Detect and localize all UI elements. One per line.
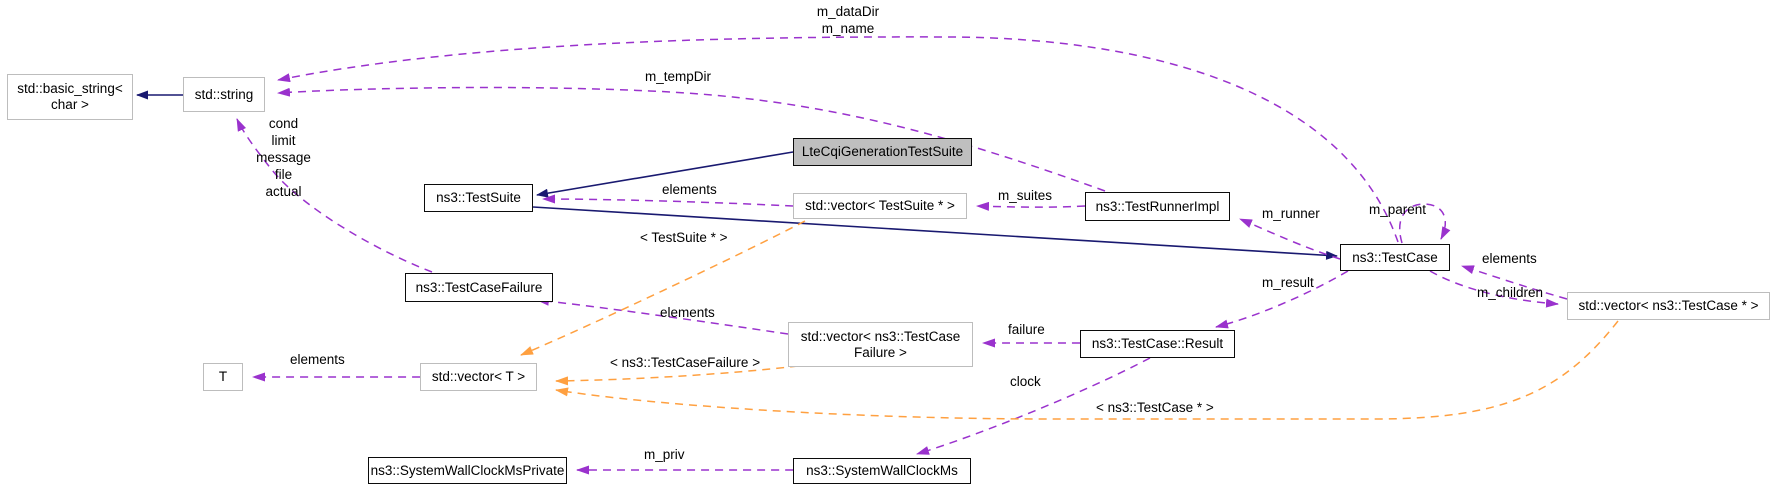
edge-label-m-priv: m_priv <box>644 447 685 462</box>
edge-elements-testcasefailure <box>536 296 789 335</box>
edge-label-template-testcasefailure: < ns3::TestCaseFailure > <box>610 355 761 370</box>
edge-label-m-suites: m_suites <box>998 188 1053 203</box>
edge-template-vector-testsuite <box>520 220 806 356</box>
edge-label-m-datadir-m-name: m_dataDir m_name <box>816 4 880 36</box>
edge-m-result <box>1215 270 1349 329</box>
node-std-basic-string[interactable]: std::basic_string< char > <box>7 74 133 120</box>
edge-cond-strings <box>236 118 433 273</box>
edge-m-datadir <box>277 36 1399 243</box>
node-ltecqigenerationtestsuite[interactable]: LteCqiGenerationTestSuite <box>793 138 972 166</box>
node-ns3-testrunnerimpl[interactable]: ns3::TestRunnerImpl <box>1085 192 1230 221</box>
node-std-vector-t[interactable]: std::vector< T > <box>420 363 537 391</box>
edge-template-vector-testcasefailure <box>555 365 799 386</box>
node-ns3-testcasefailure[interactable]: ns3::TestCaseFailure <box>405 273 553 302</box>
edge-label-elements-testcasefailure: elements <box>660 305 715 320</box>
edge-label-failure: failure <box>1008 322 1045 337</box>
node-std-vector-ns3-testcase[interactable]: std::vector< ns3::TestCase * > <box>1567 292 1770 320</box>
node-ns3-testsuite[interactable]: ns3::TestSuite <box>424 184 533 212</box>
edge-m-tempdir <box>277 86 1106 192</box>
edge-label-m-runner: m_runner <box>1262 206 1320 221</box>
edge-label-elements-t: elements <box>290 352 345 367</box>
edge-inherit-testsuite-testcase <box>532 206 1338 260</box>
edge-inherit-ltecqi-testsuite <box>536 151 794 198</box>
edge-label-template-testsuite: < TestSuite * > <box>640 230 728 245</box>
edge-label-m-parent: m_parent <box>1369 202 1427 217</box>
edge-m-parent-selfloop <box>1399 203 1451 244</box>
node-ns3-testcase-result[interactable]: ns3::TestCase::Result <box>1080 330 1235 358</box>
node-t[interactable]: T <box>203 363 243 391</box>
edge-label-cond-limit-message-file-actual: cond limit message file actual <box>256 116 311 199</box>
edge-elements-testcase <box>1461 265 1568 300</box>
node-std-string[interactable]: std::string <box>183 77 265 112</box>
edge-label-elements-testcase: elements <box>1482 251 1537 266</box>
node-ns3-testcase[interactable]: ns3::TestCase <box>1340 244 1450 271</box>
node-ns3-systemwallclockmsprivate[interactable]: ns3::SystemWallClockMsPrivate <box>368 457 567 484</box>
edge-label-elements-testsuite: elements <box>662 182 717 197</box>
edge-template-vector-testcase <box>555 320 1619 420</box>
edge-clock <box>916 357 1151 455</box>
node-std-vector-testsuite[interactable]: std::vector< TestSuite * > <box>793 193 967 219</box>
edge-label-template-testcase: < ns3::TestCase * > <box>1096 400 1214 415</box>
edge-label-clock: clock <box>1010 374 1041 389</box>
edge-label-m-tempdir: m_tempDir <box>645 69 712 84</box>
edge-elements-testsuite <box>542 194 794 207</box>
edge-label-m-result: m_result <box>1262 275 1314 290</box>
edge-m-suites <box>976 201 1086 211</box>
node-ns3-systemwallclockms[interactable]: ns3::SystemWallClockMs <box>793 458 971 484</box>
edge-label-m-children: m_children <box>1477 285 1544 300</box>
node-std-vector-ns3-testcasefailure[interactable]: std::vector< ns3::TestCase Failure > <box>788 322 973 367</box>
edge-m-runner <box>1239 218 1341 260</box>
edge-m-children <box>1429 270 1559 308</box>
